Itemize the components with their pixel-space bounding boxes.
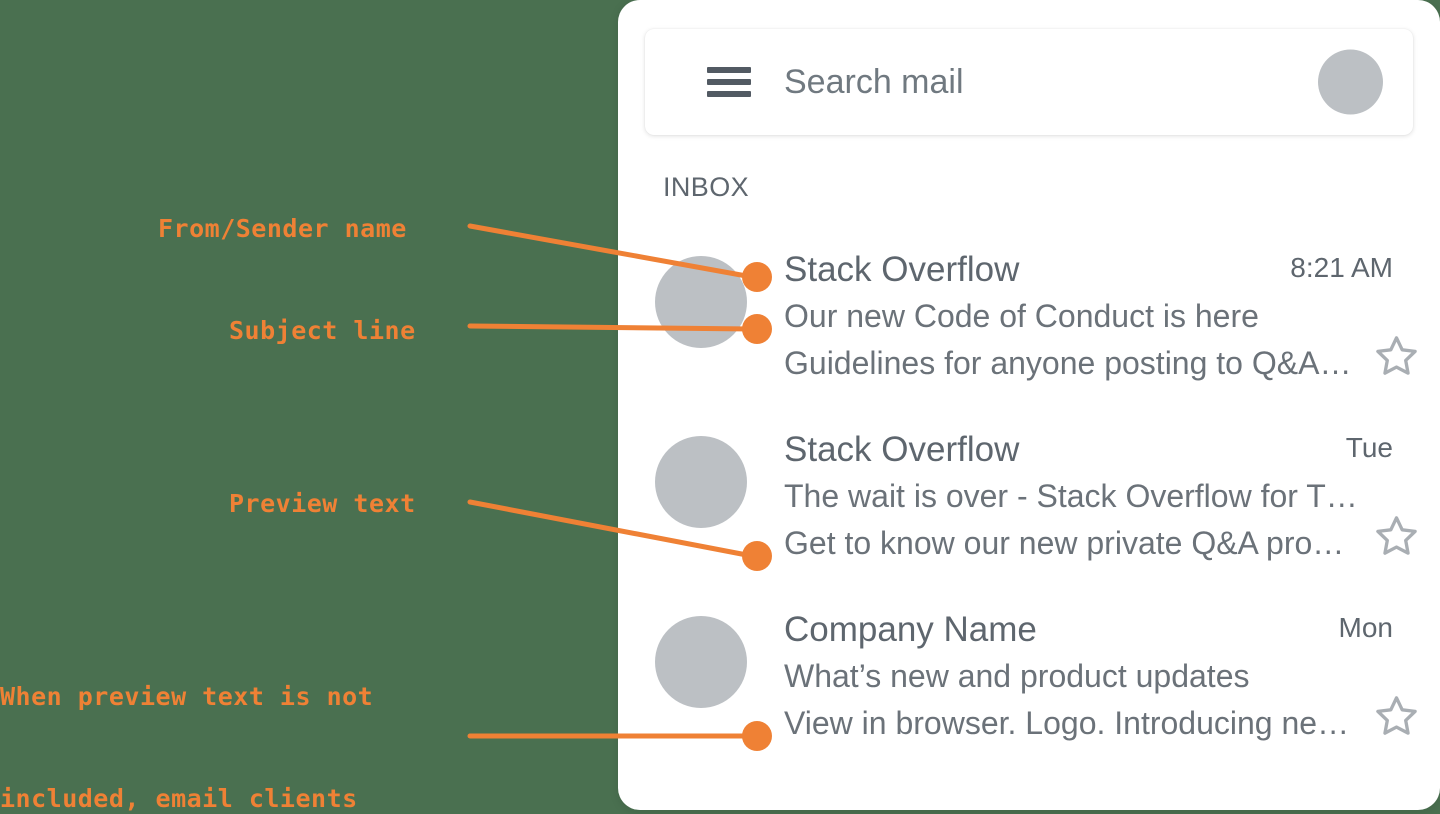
star-outline-icon[interactable]: [1373, 512, 1420, 559]
star-outline-icon[interactable]: [1373, 692, 1420, 739]
hamburger-bar: [707, 79, 751, 85]
email-sender: Company Name: [784, 609, 1037, 649]
email-timestamp: 8:21 AM: [1290, 252, 1393, 283]
email-subject: The wait is over - Stack Overflow for T…: [784, 478, 1358, 514]
star-outline-icon[interactable]: [1373, 332, 1420, 379]
email-sender: Stack Overflow: [784, 249, 1020, 289]
annotation-subject-line: Subject line: [229, 316, 416, 345]
sender-avatar: [655, 616, 747, 708]
annotation-from-sender: From/Sender name: [158, 214, 407, 243]
email-timestamp: Tue: [1345, 432, 1393, 463]
annotation-note-line: When preview text is not: [0, 682, 374, 711]
annotation-preview-text: Preview text: [229, 489, 416, 518]
hamburger-bar: [707, 67, 751, 73]
sender-avatar: [655, 436, 747, 528]
email-content: Stack Overflow Our new Code of Conduct i…: [784, 232, 1440, 412]
email-timestamp: Mon: [1338, 612, 1393, 643]
sender-avatar: [655, 256, 747, 348]
mail-client-panel: Search mail INBOX Stack Overflow Our new…: [618, 0, 1440, 810]
email-list-item[interactable]: Company Name What’s new and product upda…: [618, 592, 1440, 772]
email-content: Company Name What’s new and product upda…: [784, 592, 1440, 772]
annotation-note: When preview text is not included, email…: [0, 612, 373, 814]
hamburger-bar: [707, 91, 751, 97]
email-subject: Our new Code of Conduct is here: [784, 298, 1259, 334]
email-preview: View in browser. Logo. Introducing ne…: [784, 705, 1350, 741]
account-avatar[interactable]: [1318, 49, 1383, 115]
email-list: Stack Overflow Our new Code of Conduct i…: [618, 232, 1440, 772]
email-preview: Guidelines for anyone posting to Q&A…: [784, 345, 1352, 381]
email-preview: Get to know our new private Q&A pro…: [784, 525, 1345, 561]
email-sender: Stack Overflow: [784, 429, 1020, 469]
email-subject: What’s new and product updates: [784, 658, 1250, 694]
email-list-item[interactable]: Stack Overflow Our new Code of Conduct i…: [618, 232, 1440, 412]
inbox-label: INBOX: [663, 172, 750, 202]
hamburger-menu-icon[interactable]: [707, 67, 751, 97]
search-input[interactable]: Search mail: [784, 62, 964, 101]
annotation-note-line: included, email clients: [0, 784, 358, 813]
email-list-item[interactable]: Stack Overflow The wait is over - Stack …: [618, 412, 1440, 592]
email-content: Stack Overflow The wait is over - Stack …: [784, 412, 1440, 592]
search-bar[interactable]: Search mail: [645, 29, 1413, 135]
